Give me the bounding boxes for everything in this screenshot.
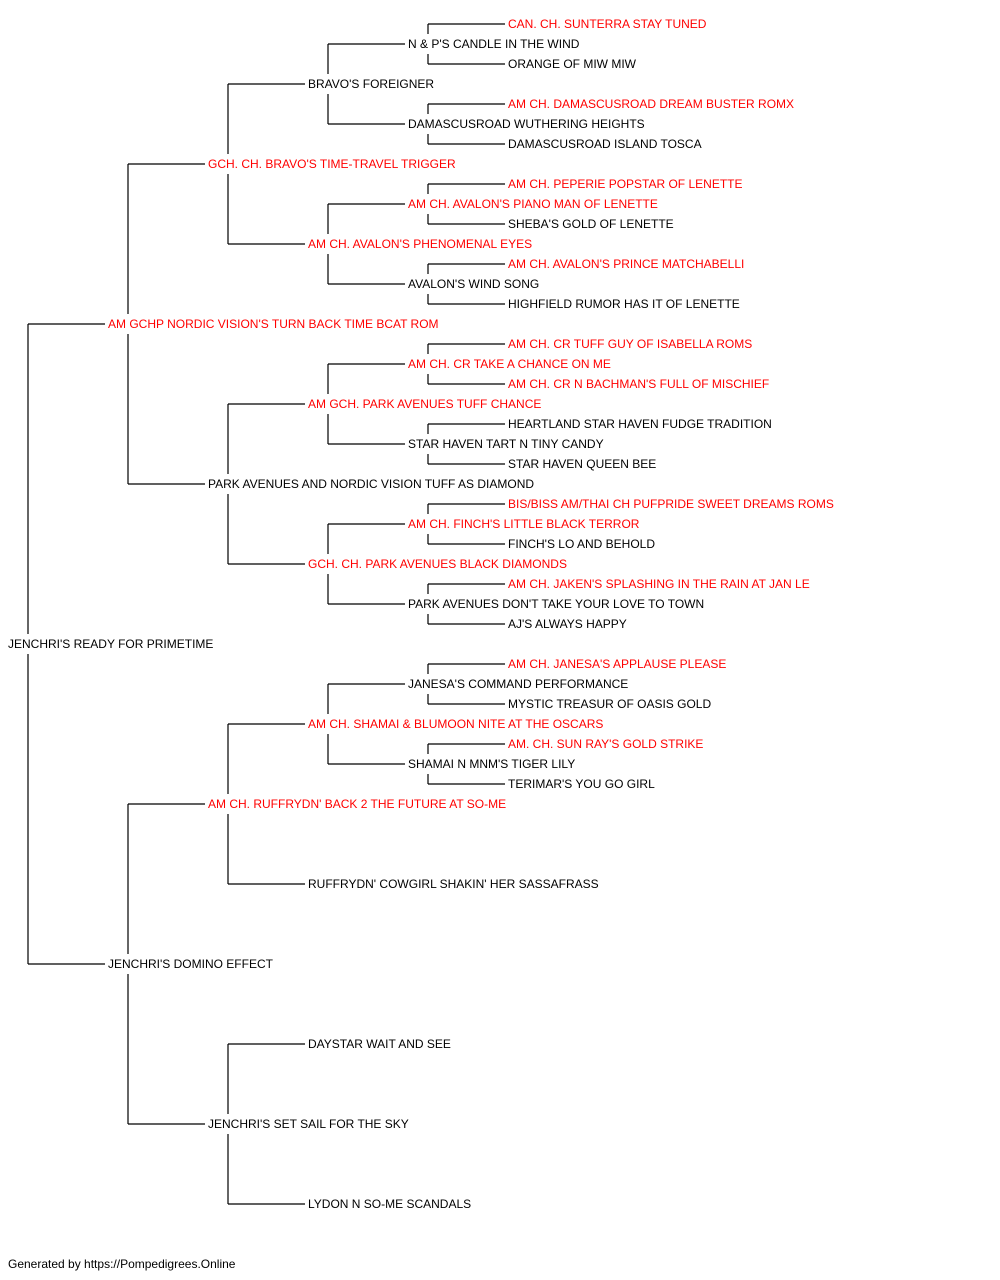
ancestor-name: DAYSTAR WAIT AND SEE [308, 1037, 451, 1051]
ancestor-name: HEARTLAND STAR HAVEN FUDGE TRADITION [508, 417, 772, 431]
ancestor-name: FINCH'S LO AND BEHOLD [508, 537, 655, 551]
ancestor-name: AM CH. CR N BACHMAN'S FULL OF MISCHIEF [508, 377, 769, 391]
ancestor-name: AM GCHP NORDIC VISION'S TURN BACK TIME B… [108, 317, 439, 331]
ancestor-name: AM CH. JAKEN'S SPLASHING IN THE RAIN AT … [508, 577, 810, 591]
ancestor-name: AVALON'S WIND SONG [408, 277, 539, 291]
ancestor-name: AM GCH. PARK AVENUES TUFF CHANCE [308, 397, 541, 411]
ancestor-name: ORANGE OF MIW MIW [508, 57, 637, 71]
ancestor-name: MYSTIC TREASUR OF OASIS GOLD [508, 697, 711, 711]
ancestor-name: CAN. CH. SUNTERRA STAY TUNED [508, 17, 707, 31]
ancestor-name: HIGHFIELD RUMOR HAS IT OF LENETTE [508, 297, 740, 311]
ancestor-name: STAR HAVEN TART N TINY CANDY [408, 437, 604, 451]
ancestor-name: DAMASCUSROAD ISLAND TOSCA [508, 137, 702, 151]
ancestor-name: PARK AVENUES DON'T TAKE YOUR LOVE TO TOW… [408, 597, 704, 611]
ancestor-name: AM CH. SHAMAI & BLUMOON NITE AT THE OSCA… [308, 717, 603, 731]
ancestor-name: AM CH. CR TAKE A CHANCE ON ME [408, 357, 611, 371]
ancestor-name: AM CH. AVALON'S PHENOMENAL EYES [308, 237, 532, 251]
ancestor-name: AM CH. JANESA'S APPLAUSE PLEASE [508, 657, 726, 671]
ancestor-name: AM CH. CR TUFF GUY OF ISABELLA ROMS [508, 337, 752, 351]
ancestor-name: AM CH. FINCH'S LITTLE BLACK TERROR [408, 517, 640, 531]
ancestor-name: AJ'S ALWAYS HAPPY [508, 617, 627, 631]
ancestor-name: AM CH. RUFFRYDN' BACK 2 THE FUTURE AT SO… [208, 797, 506, 811]
ancestor-name: SHEBA'S GOLD OF LENETTE [508, 217, 674, 231]
ancestor-name: GCH. CH. BRAVO'S TIME-TRAVEL TRIGGER [208, 157, 456, 171]
ancestor-name: N & P'S CANDLE IN THE WIND [408, 37, 580, 51]
ancestor-name: JENCHRI'S SET SAIL FOR THE SKY [208, 1117, 409, 1131]
ancestor-name: AM CH. AVALON'S PRINCE MATCHABELLI [508, 257, 744, 271]
ancestor-name: AM. CH. SUN RAY'S GOLD STRIKE [508, 737, 703, 751]
ancestor-name: PARK AVENUES AND NORDIC VISION TUFF AS D… [208, 477, 534, 491]
ancestor-name: AM CH. PEPERIE POPSTAR OF LENETTE [508, 177, 743, 191]
ancestor-name: JENCHRI'S DOMINO EFFECT [108, 957, 274, 971]
ancestor-name: SHAMAI N MNM'S TIGER LILY [408, 757, 575, 771]
ancestor-name: LYDON N SO-ME SCANDALS [308, 1197, 471, 1211]
subject-dog-name: JENCHRI'S READY FOR PRIMETIME [8, 637, 213, 651]
ancestor-name: DAMASCUSROAD WUTHERING HEIGHTS [408, 117, 645, 131]
ancestor-name: BIS/BISS AM/THAI CH PUFPRIDE SWEET DREAM… [508, 497, 834, 511]
footer-credit: Generated by https://Pompedigrees.Online [8, 1257, 236, 1271]
ancestor-name: AM CH. DAMASCUSROAD DREAM BUSTER ROMX [508, 97, 794, 111]
ancestor-name: BRAVO'S FOREIGNER [308, 77, 434, 91]
ancestor-name: TERIMAR'S YOU GO GIRL [508, 777, 655, 791]
ancestor-name: RUFFRYDN' COWGIRL SHAKIN' HER SASSAFRASS [308, 877, 599, 891]
ancestor-name: JANESA'S COMMAND PERFORMANCE [408, 677, 628, 691]
ancestor-name: STAR HAVEN QUEEN BEE [508, 457, 656, 471]
ancestor-name: GCH. CH. PARK AVENUES BLACK DIAMONDS [308, 557, 567, 571]
ancestor-name: AM CH. AVALON'S PIANO MAN OF LENETTE [408, 197, 658, 211]
